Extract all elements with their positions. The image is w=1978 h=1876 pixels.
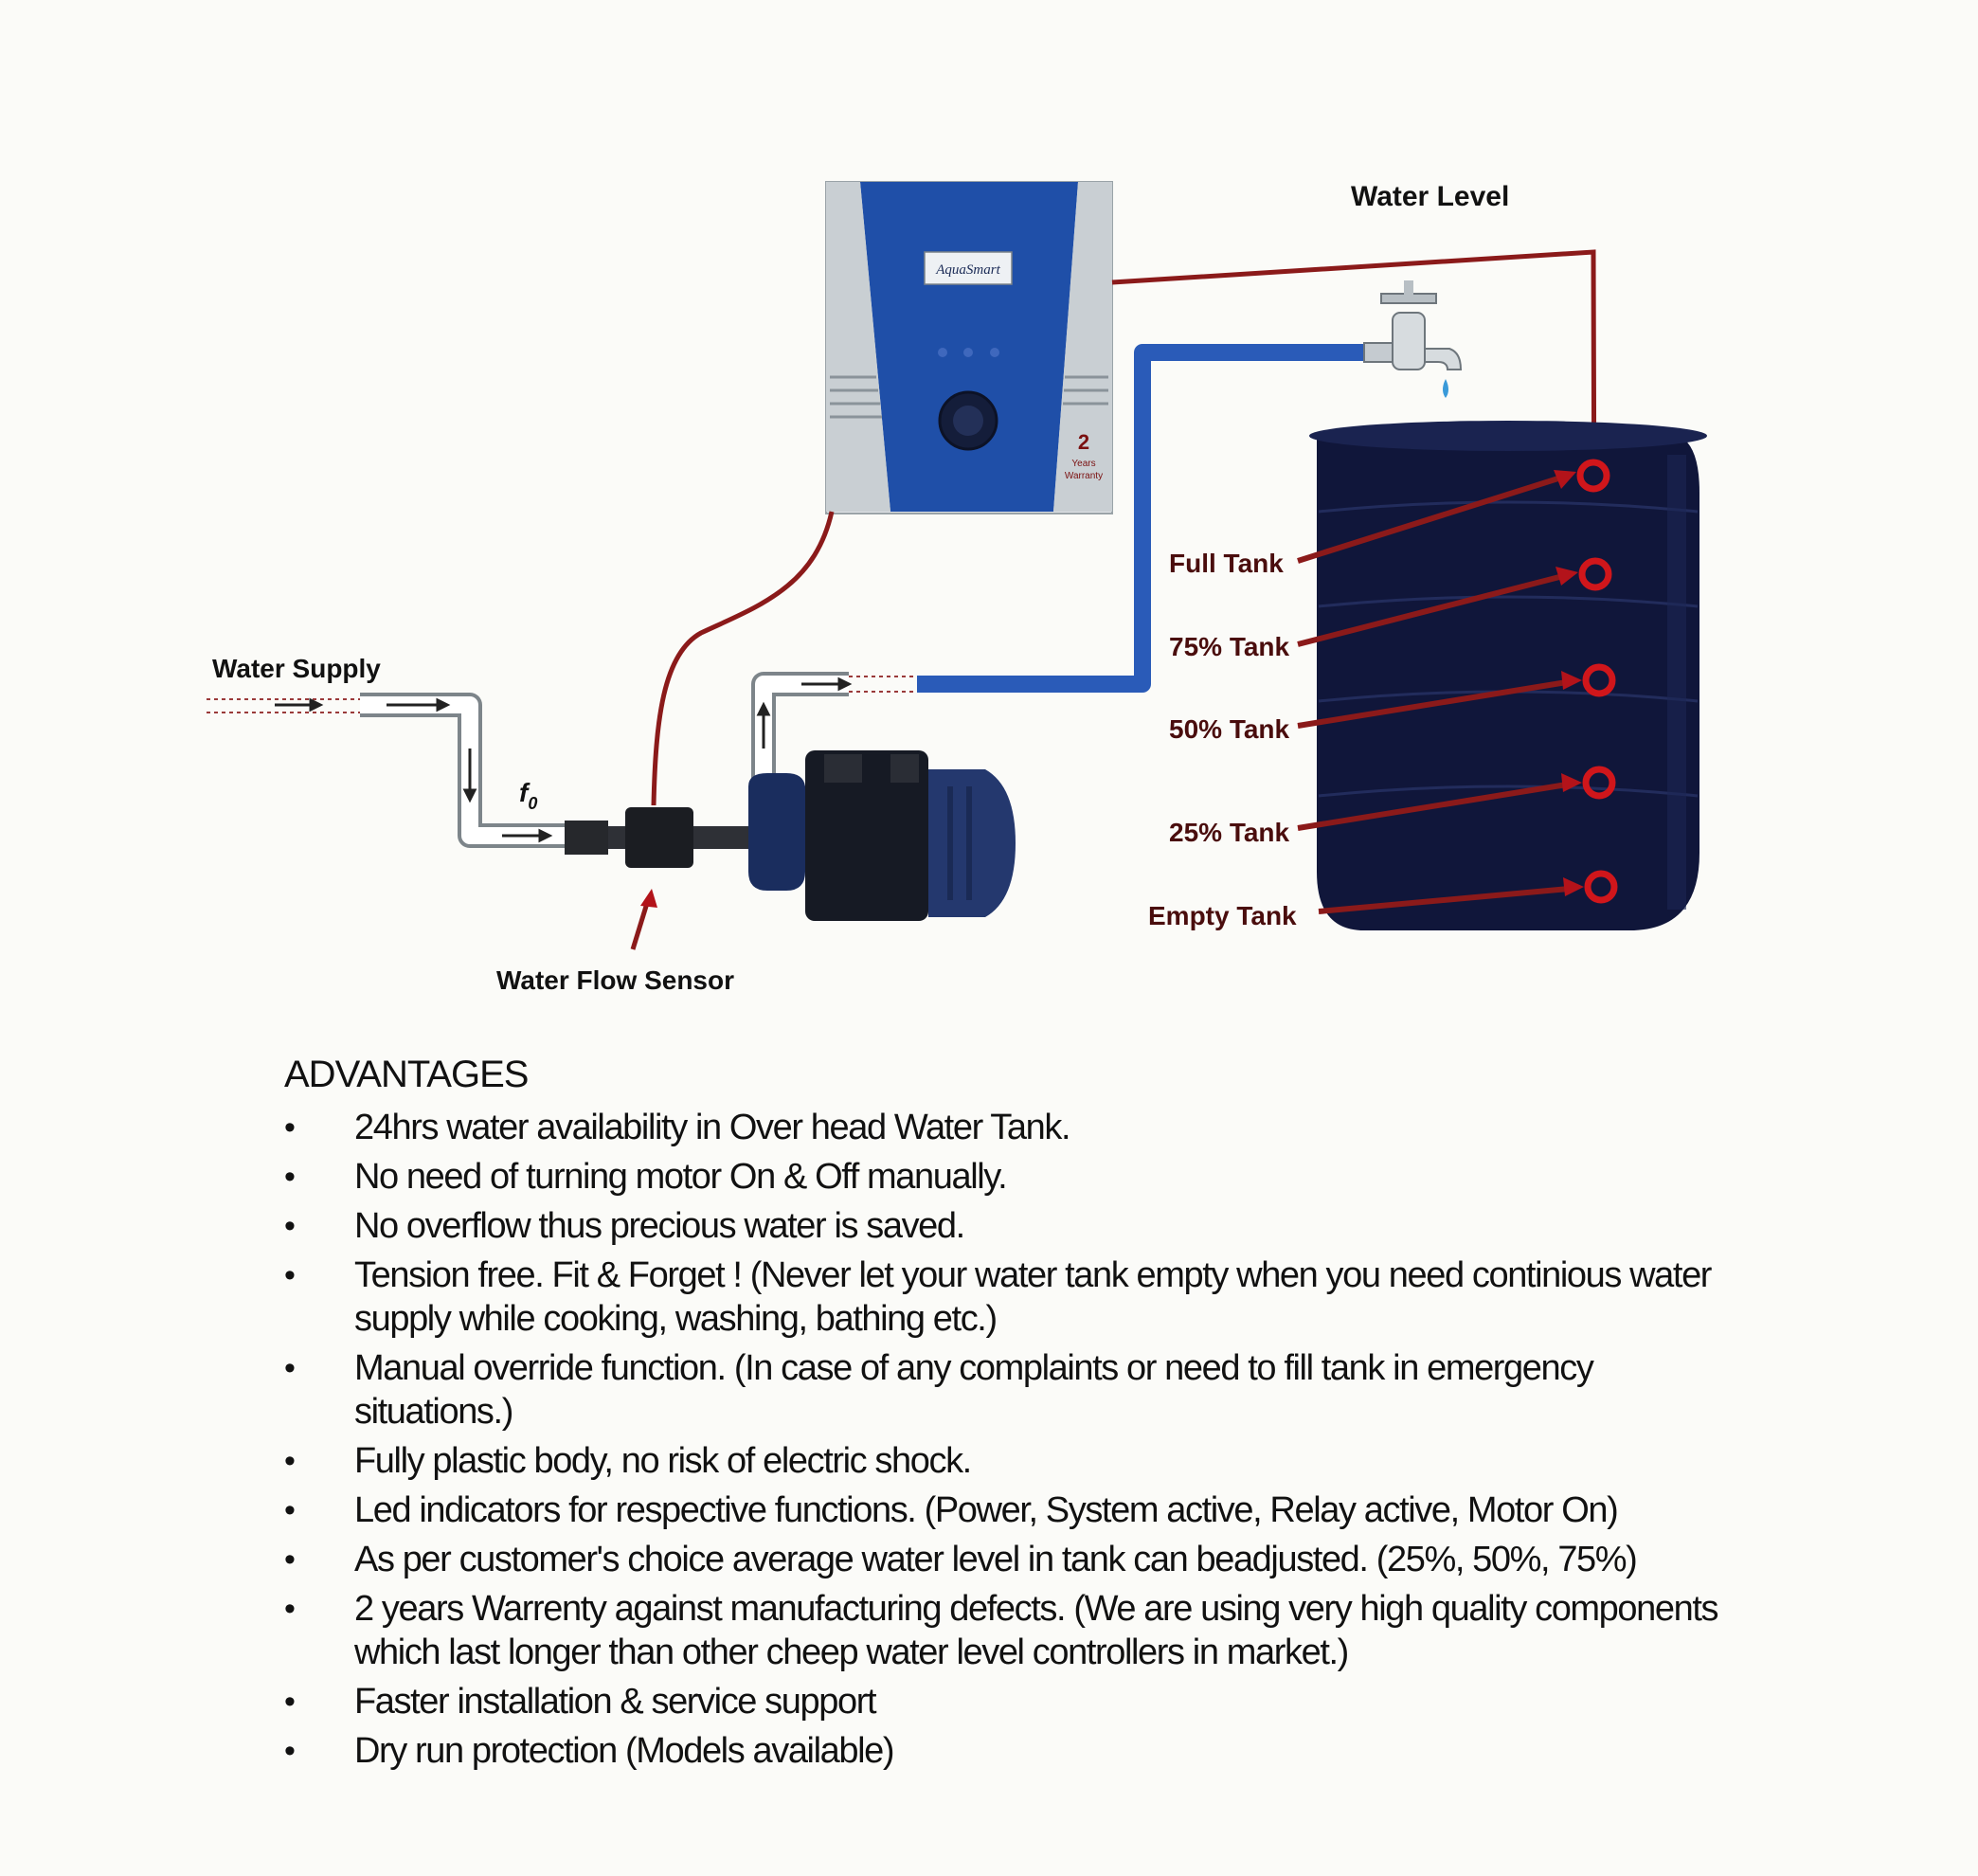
water-flow-sensor-label: Water Flow Sensor — [496, 965, 734, 995]
water-level-label: Water Level — [1351, 181, 1509, 212]
empty-tank-label: Empty Tank — [1148, 901, 1297, 930]
75-tank-label: 75% Tank — [1169, 632, 1290, 661]
advantage-item: Fully plastic body, no risk of electric … — [284, 1439, 1724, 1483]
sensor-empty-icon — [1584, 870, 1618, 904]
svg-text:2: 2 — [1078, 430, 1089, 454]
tap-icon — [1363, 280, 1463, 398]
brand-plate — [924, 251, 1013, 285]
advantage-item: Tension free. Fit & Forget ! (Never let … — [284, 1254, 1724, 1341]
full-tank-label: Full Tank — [1169, 549, 1284, 578]
flow-symbol: f0 — [519, 778, 537, 813]
advantage-item: Manual override function. (In case of an… — [284, 1346, 1724, 1434]
delivery-pipe — [917, 344, 1368, 693]
flow-sensor-pointer — [630, 889, 657, 950]
sensor-25-icon — [1582, 766, 1616, 800]
system-diagram: AquaSmart 2 Years Warranty — [207, 181, 1707, 995]
warranty-badge: 2 Years Warranty — [1065, 430, 1103, 481]
flow-direction-arrows — [275, 676, 853, 843]
sensor-75-icon — [1578, 557, 1612, 591]
svg-text:Warranty: Warranty — [1065, 471, 1103, 481]
level-sensors — [1576, 459, 1618, 904]
sensor-50-icon — [1582, 663, 1616, 697]
advantage-item: Faster installation & service support — [284, 1680, 1724, 1723]
advantage-item: No overflow thus precious water is saved… — [284, 1204, 1724, 1248]
advantages-list: 24hrs water availability in Over head Wa… — [284, 1106, 1724, 1773]
svg-text:Years: Years — [1071, 459, 1095, 469]
controller-vents — [830, 375, 1108, 419]
led-indicators — [938, 348, 999, 357]
advantage-item: 2 years Warrenty against manufacturing d… — [284, 1587, 1724, 1674]
advantages-section: ADVANTAGES 24hrs water availability in O… — [284, 1054, 1724, 1778]
dotted-pipe-extensions — [207, 676, 917, 713]
brand-text: AquaSmart — [935, 262, 1000, 278]
advantages-title: ADVANTAGES — [284, 1054, 529, 1095]
sensor-full-icon — [1576, 459, 1610, 493]
level-pointers — [1297, 470, 1584, 914]
advantage-item: As per customer's choice average water l… — [284, 1538, 1724, 1581]
advantage-item: No need of turning motor On & Off manual… — [284, 1155, 1724, 1199]
50-tank-label: 50% Tank — [1169, 714, 1290, 744]
water-supply-label: Water Supply — [212, 654, 381, 683]
advantage-item: Dry run protection (Models available) — [284, 1729, 1724, 1773]
advantage-item: Led indicators for respective functions.… — [284, 1488, 1724, 1532]
advantage-item: 24hrs water availability in Over head Wa… — [284, 1106, 1724, 1149]
controller-unit: AquaSmart 2 Years Warranty — [825, 181, 1113, 514]
water-drop-icon — [1443, 379, 1448, 398]
flow-sensor-body — [625, 807, 693, 868]
pump-motor — [565, 750, 1016, 921]
flow-sensor-wire — [651, 511, 835, 806]
25-tank-label: 25% Tank — [1169, 818, 1290, 847]
